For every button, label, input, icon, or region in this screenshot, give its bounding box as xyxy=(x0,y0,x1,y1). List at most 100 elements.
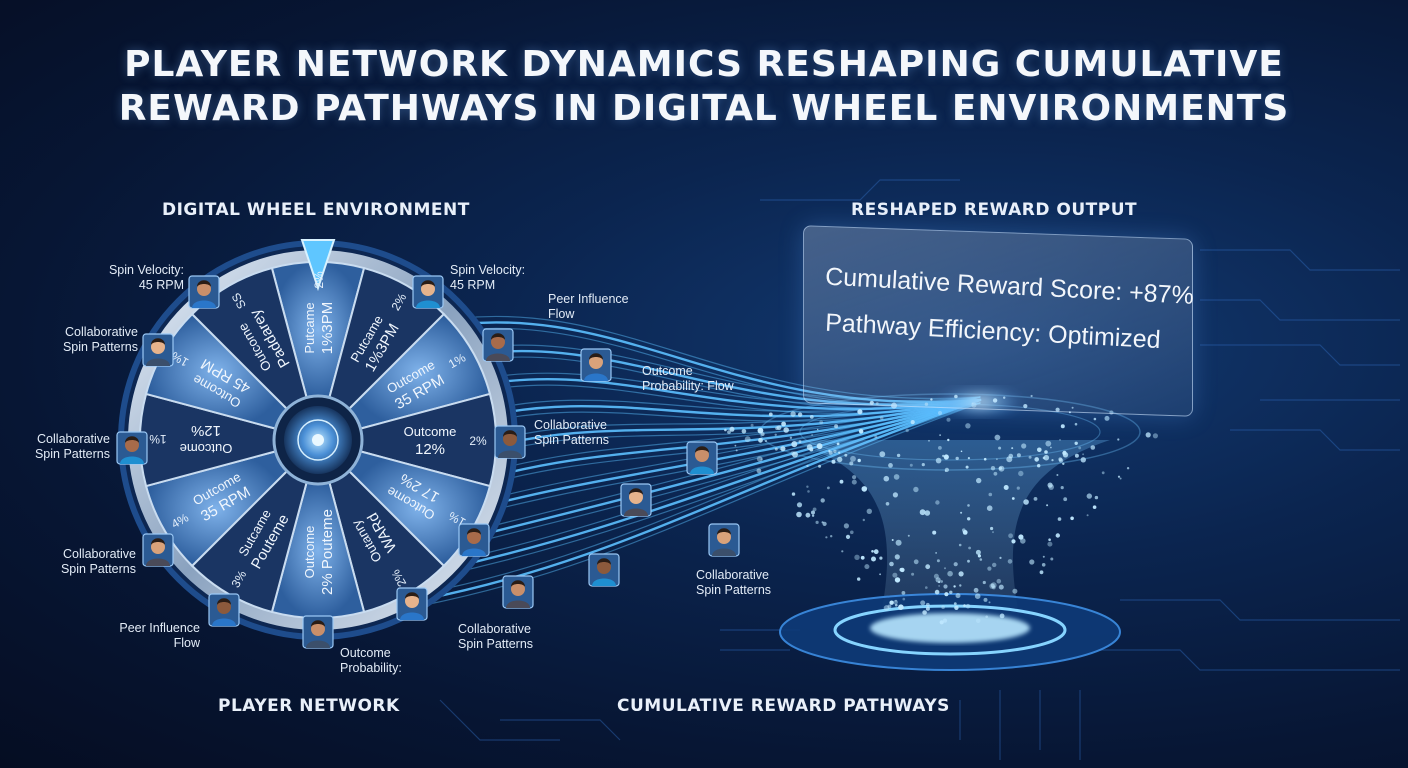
particle xyxy=(913,559,919,565)
particle xyxy=(899,567,904,572)
particle xyxy=(836,442,840,446)
particle xyxy=(1037,447,1042,453)
particle xyxy=(911,572,915,576)
particle xyxy=(999,613,1005,619)
particle xyxy=(982,580,986,585)
svg-text:SS: SS xyxy=(229,291,249,312)
particle xyxy=(921,463,925,467)
particle xyxy=(992,562,997,568)
particle xyxy=(973,587,979,593)
particle xyxy=(1090,445,1096,450)
particle xyxy=(962,530,968,535)
flow-stream xyxy=(458,398,982,542)
particle xyxy=(811,510,815,515)
particle xyxy=(1050,446,1052,449)
particle xyxy=(1045,440,1052,447)
particle xyxy=(935,577,941,583)
particle xyxy=(930,398,933,401)
particle xyxy=(989,583,995,589)
particle xyxy=(990,583,995,588)
particle xyxy=(854,554,860,560)
flow-stream xyxy=(439,396,981,565)
particle xyxy=(955,456,959,461)
particle xyxy=(959,584,962,587)
particle xyxy=(920,600,926,606)
particle xyxy=(774,433,777,436)
particle xyxy=(937,410,943,416)
svg-text:2%: 2% xyxy=(469,434,487,448)
particle xyxy=(862,518,865,522)
wheel-segment-pct: SS xyxy=(229,291,249,312)
particle xyxy=(967,504,970,507)
particle xyxy=(864,564,870,570)
particle xyxy=(791,441,798,448)
player-avatar-icon xyxy=(620,483,652,517)
particle xyxy=(871,550,874,553)
particle xyxy=(889,561,894,567)
particle xyxy=(936,559,940,563)
flow-stream xyxy=(478,398,982,482)
particle xyxy=(1152,433,1158,439)
particle xyxy=(866,508,872,514)
particle xyxy=(1093,417,1097,421)
svg-text:2%: 2% xyxy=(312,271,326,289)
particle xyxy=(887,604,892,609)
particle xyxy=(812,507,817,512)
player-avatar-icon xyxy=(188,275,220,309)
particle xyxy=(939,620,944,625)
particle xyxy=(967,517,971,521)
particle xyxy=(1021,443,1027,449)
particle xyxy=(1047,541,1053,547)
particle xyxy=(1059,439,1061,441)
player-avatar-icon xyxy=(142,533,174,567)
particle xyxy=(998,466,1003,470)
particle xyxy=(979,558,983,561)
particle xyxy=(953,585,956,588)
wheel-segment-line1: Outcome xyxy=(180,441,233,456)
particle xyxy=(1071,406,1074,409)
particle xyxy=(983,597,988,602)
reward-funnel xyxy=(759,388,1141,671)
particle xyxy=(992,531,994,534)
particle xyxy=(1101,471,1105,475)
particle xyxy=(1034,457,1039,462)
section-reshaped-output: RESHAPED REWARD OUTPUT xyxy=(851,200,1138,220)
particle xyxy=(818,464,822,468)
particle xyxy=(990,526,994,531)
particle xyxy=(1104,415,1110,421)
particle xyxy=(1074,441,1078,445)
particle xyxy=(838,451,841,454)
particle xyxy=(967,559,970,563)
particle xyxy=(820,498,825,503)
particle xyxy=(998,446,1002,450)
particle xyxy=(967,457,971,460)
particle xyxy=(1048,484,1054,490)
particle xyxy=(985,615,988,619)
particle xyxy=(774,447,778,451)
particle xyxy=(1037,464,1041,468)
particle xyxy=(861,486,868,492)
particle xyxy=(857,409,863,415)
wheel-segment-line2: 1%3PM xyxy=(319,302,336,355)
particle xyxy=(999,556,1002,560)
particle xyxy=(987,566,992,571)
particle xyxy=(942,618,948,623)
particle xyxy=(953,562,958,567)
particle xyxy=(885,502,890,506)
wheel-segment-pct: 2% xyxy=(312,271,326,289)
particle xyxy=(1082,453,1084,456)
particle xyxy=(1008,533,1013,539)
particle xyxy=(1039,570,1044,575)
particle xyxy=(869,400,874,405)
particle xyxy=(993,471,998,476)
particle xyxy=(845,534,851,540)
particle xyxy=(894,554,900,560)
particle xyxy=(902,597,906,601)
particle xyxy=(830,535,833,538)
particle xyxy=(780,446,786,452)
particle xyxy=(729,426,735,432)
